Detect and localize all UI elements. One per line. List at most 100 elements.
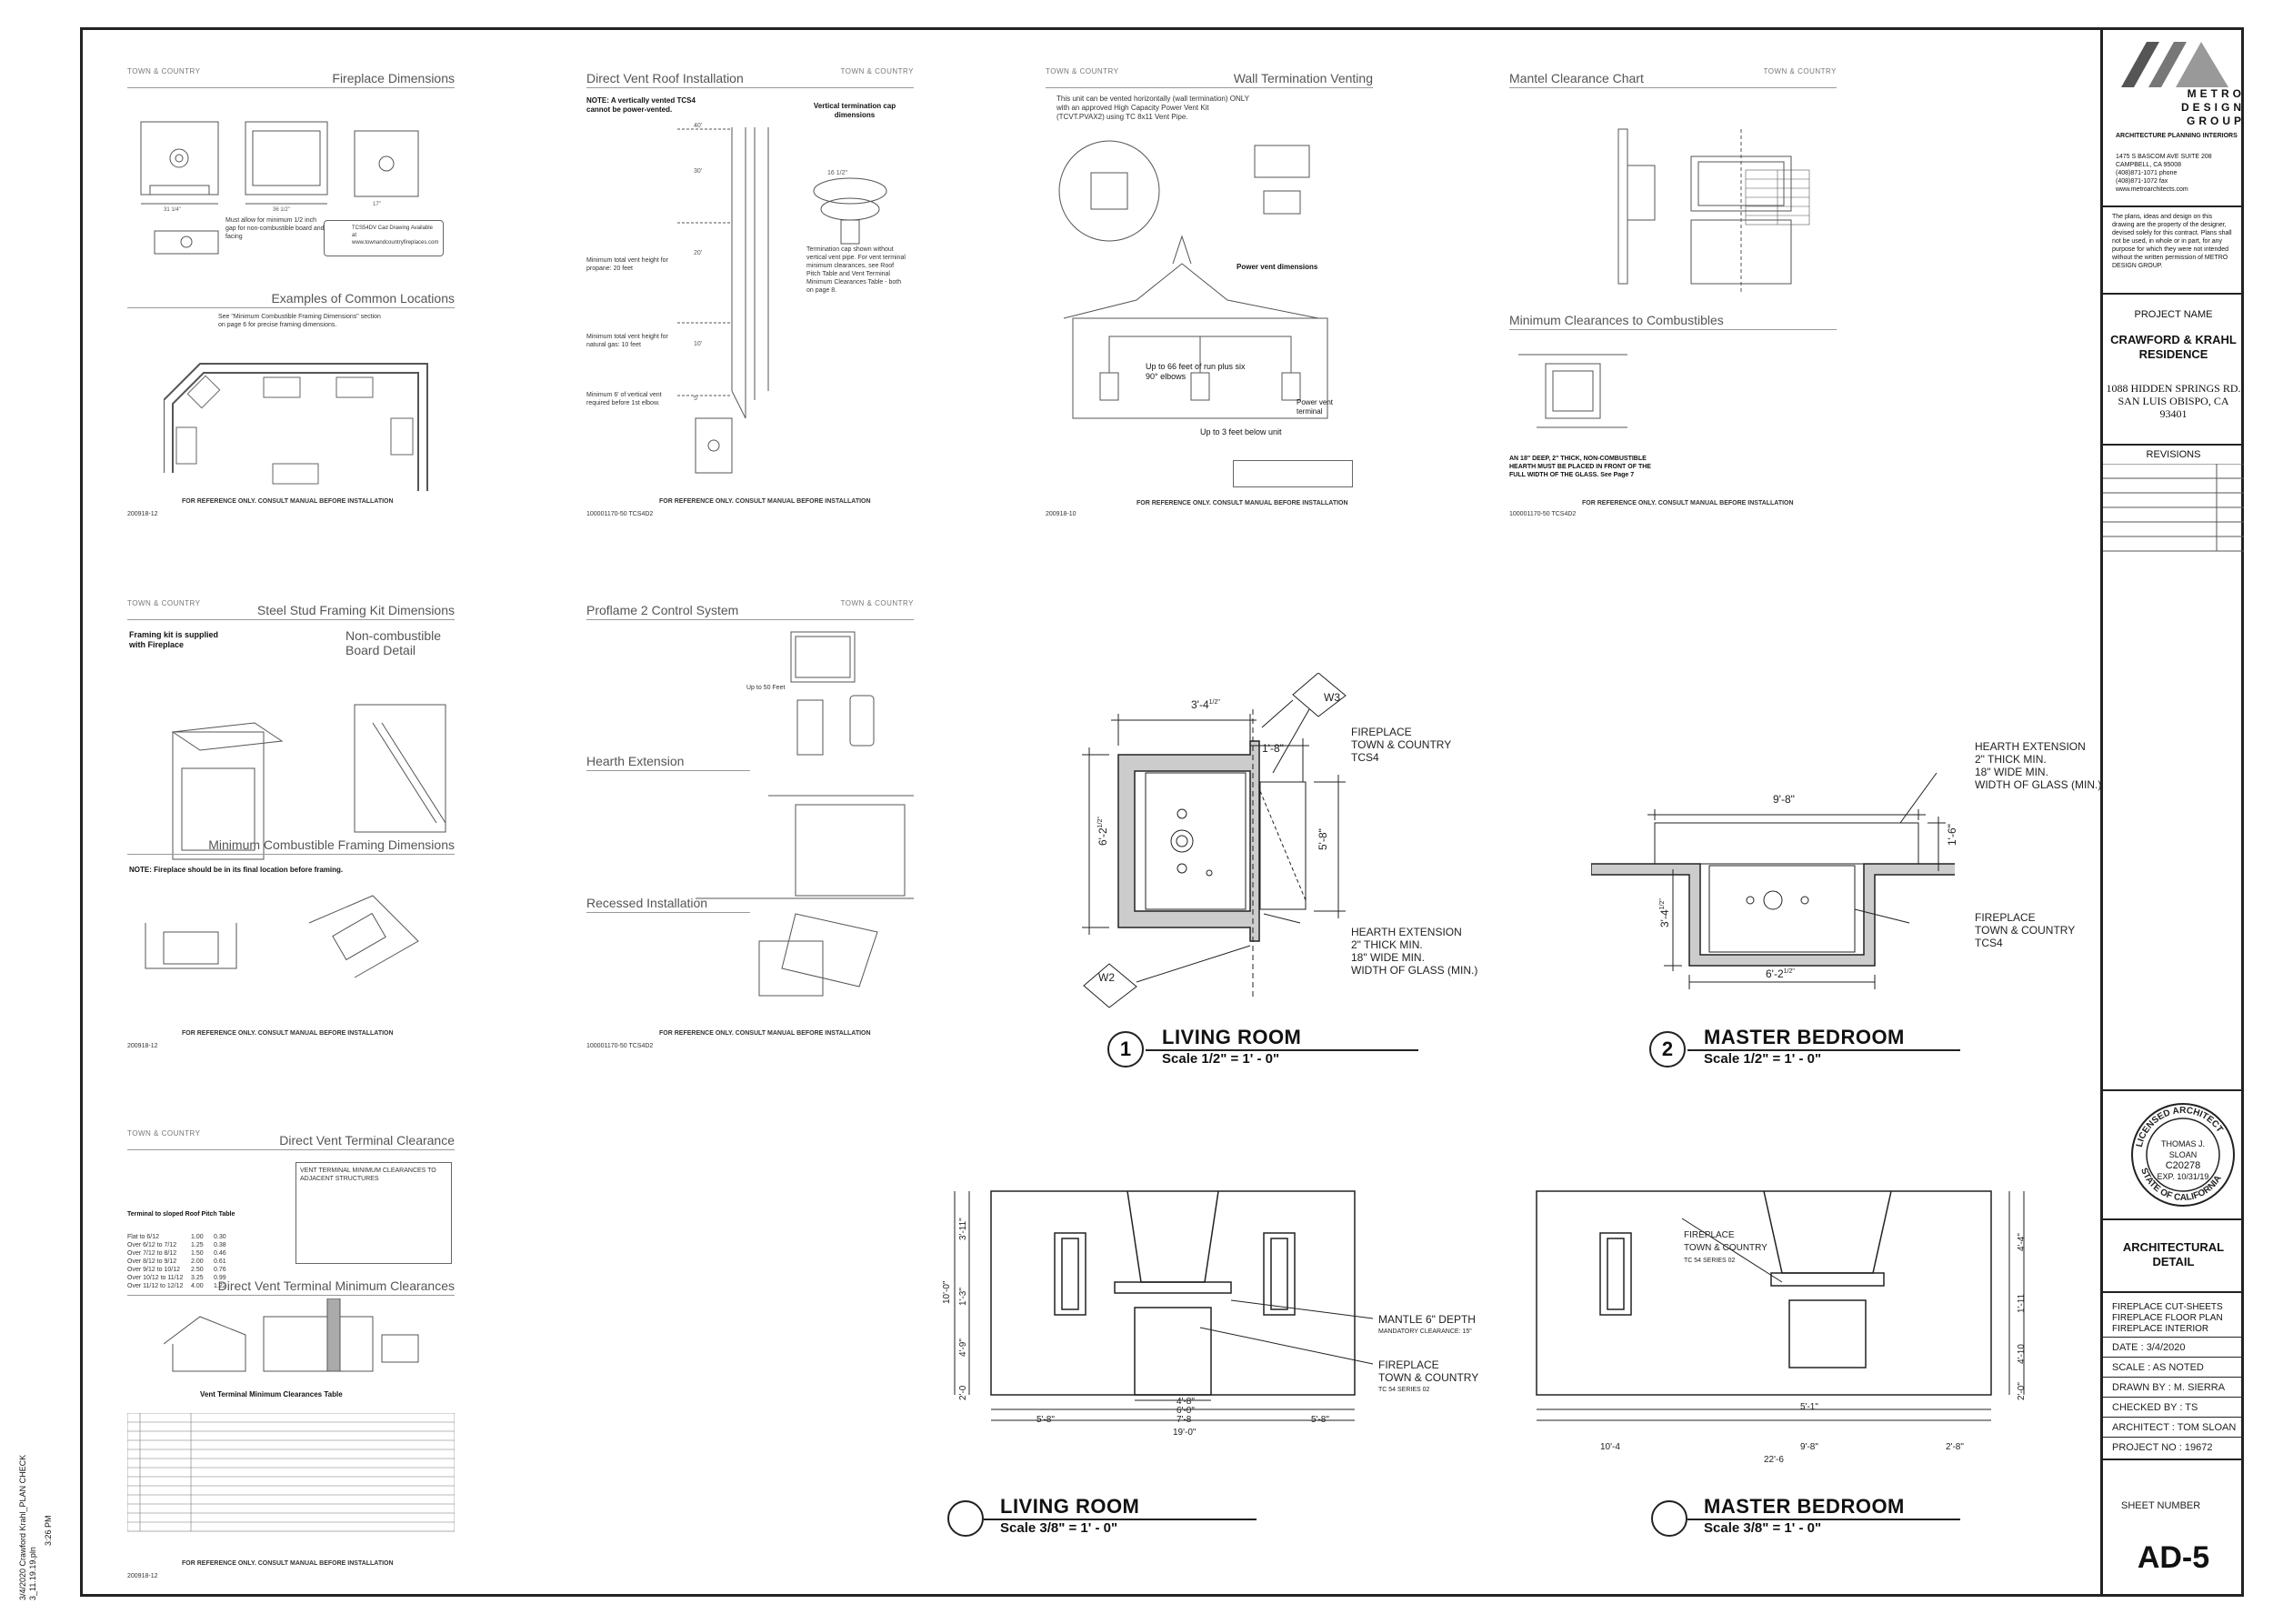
detail-scale: SCALE : AS NOTED (2112, 1362, 2204, 1373)
panel-title-2: Direct Vent Terminal Minimum Clearances (217, 1278, 455, 1293)
stamp-info: THOMAS J. SLOAN C20278 EXP. 10/31/19 (2147, 1138, 2219, 1182)
mb-hearth-line: 18" WIDE MIN. (1975, 766, 2048, 778)
project-label: PROJECT NAME (2134, 309, 2213, 320)
mb-elev-vdim: 1'-11 (2017, 1293, 2027, 1313)
mb-hearth-line: WIDTH OF GLASS (MIN.) (1975, 778, 2102, 791)
lr-hearth-line: HEARTH EXTENSION (1351, 926, 1462, 938)
lr-plan-scale: Scale 1/2" = 1' - 0" (1162, 1051, 1280, 1067)
panel-title-2: Non-combustible Board Detail (345, 628, 442, 657)
panel-title: Wall Termination Venting (1233, 71, 1373, 85)
pitch-h: 3.25 (191, 1275, 204, 1281)
lr-fireplace-line: TCS4 (1351, 751, 1379, 764)
lr-hearth-line: 18" WIDE MIN. (1351, 951, 1425, 964)
panel-rule (1046, 87, 1373, 88)
stamp-name: THOMAS J. SLOAN (2160, 1139, 2205, 1159)
lr-elev-scale: Scale 3/8" = 1' - 0" (1000, 1520, 1118, 1536)
title-block-divider (2100, 27, 2103, 1597)
panel-page: 100001170-50 TCS4D2 (1509, 511, 1577, 517)
lr-elev-dim: 7'-8 (1177, 1415, 1192, 1425)
panel-footer: FOR REFERENCE ONLY. CONSULT MANUAL BEFOR… (182, 1030, 394, 1037)
panel-rule (1509, 87, 1837, 88)
firm-name: METRO DESIGN GROUP (2163, 87, 2245, 128)
project-address: 1088 HIDDEN SPRINGS RD. SAN LUIS OBISPO,… (2103, 382, 2244, 420)
panel-rule (586, 87, 914, 88)
lr-dim-depth: 1'-8" (1262, 742, 1284, 755)
side-time: 3:26 PM (44, 1473, 54, 1546)
p5-note: NOTE: Fireplace should be in its final l… (129, 866, 344, 874)
panel-rule (127, 1295, 455, 1296)
mb-elev-marker (1651, 1500, 1687, 1537)
pitch-m: 1.22 (214, 1283, 226, 1289)
mb-elev-fireplace-line: TOWN & COUNTRY (1684, 1243, 1767, 1253)
tb-rule (2103, 1357, 2244, 1358)
detail-date: DATE : 3/4/2020 (2112, 1342, 2186, 1353)
common-locations-drawing (164, 363, 428, 491)
detail-project-no: PROJECT NO : 19672 (2112, 1442, 2213, 1453)
mb-hearth-line: HEARTH EXTENSION (1975, 740, 2086, 753)
pitch-label: Over 9/12 to 10/12 (127, 1267, 180, 1273)
panel-title: Proflame 2 Control System (586, 603, 739, 617)
firm-address-line: (408)871-1072 fax (2116, 178, 2168, 185)
p7-table-title: Vent Terminal Minimum Clearances Table (200, 1390, 343, 1398)
lr-mantel-label: MANTLE 6" DEPTH MANDATORY CLEARANCE: 15" (1378, 1313, 1476, 1338)
mb-fireplace-line: FIREPLACE (1975, 911, 2036, 924)
mb-dim-opening-text: 6'-2 (1766, 967, 1784, 980)
panel-rule (127, 1149, 455, 1150)
wall-termination-drawing (1058, 140, 1328, 419)
p2-min1: Minimum total vent height for propane: 2… (586, 257, 668, 272)
firm-address-line: 1475 S BASCOM AVE SUITE 208 (2116, 154, 2212, 160)
pitch-label: Over 7/12 to 8/12 (127, 1250, 177, 1257)
revisions-table (2103, 464, 2244, 552)
panel-title: Direct Vent Terminal Clearance (279, 1133, 455, 1148)
terminal-clearances-drawing (164, 1298, 419, 1372)
tb-rule (2103, 1337, 2244, 1338)
mb-elev-scale: Scale 3/8" = 1' - 0" (1704, 1520, 1822, 1536)
panel-title-2: Minimum Clearances to Combustibles (1509, 313, 1724, 327)
framing-kit-drawing (171, 704, 446, 860)
pitch-h: 1.00 (191, 1234, 204, 1240)
pitch-m: 0.38 (214, 1242, 226, 1248)
tb-rule (2103, 444, 2244, 446)
svg-text:20': 20' (694, 250, 702, 256)
panel-page: 200918-12 (127, 511, 158, 517)
firm-address-line: www.metroarchitects.com (2116, 186, 2188, 193)
mb-elev-dim: 10'-4 (1600, 1442, 1620, 1452)
lr-dim-hearth: 5'-8" (1317, 828, 1329, 850)
living-room-plan (1082, 673, 1347, 1008)
cutsheet-fireplace-dimensions: TOWN & COUNTRY Fireplace Dimensions 31 1… (127, 64, 455, 518)
panel-title-2: Hearth Extension (586, 754, 685, 768)
mb-fireplace-label: FIREPLACE TOWN & COUNTRY TCS4 (1975, 911, 2075, 949)
fireplace-dims-drawing: 31 1/4" 36 1/2" 17" (140, 121, 419, 255)
panel-title: Fireplace Dimensions (332, 71, 455, 85)
detail-subtitle-line: FIREPLACE CUT-SHEETS (2112, 1302, 2223, 1312)
lr-elev-vdim: 10'-0" (942, 1280, 952, 1304)
panel-page: 200918-12 (127, 1043, 158, 1049)
brand-logo: TOWN & COUNTRY (840, 67, 914, 75)
panel-title: Direct Vent Roof Installation (586, 71, 744, 85)
title-block: METRO DESIGN GROUP ARCHITECTURE PLANNING… (2103, 27, 2244, 1597)
tb-rule (2103, 1417, 2244, 1418)
firm-notice: The plans, ideas and design on this draw… (2112, 214, 2232, 269)
lr-fireplace-line: FIREPLACE (1351, 726, 1412, 738)
roof-vent-drawing: 40'30' 20'10' 5'16 1/2" (677, 123, 887, 474)
metro-logo-icon (2121, 42, 2228, 87)
p3-dims: Power vent dimensions (1237, 263, 1318, 271)
p2-cap-title: Vertical termination cap dimensions (813, 102, 896, 119)
panel-title-3: Recessed Installation (586, 896, 708, 910)
panel-title-2: Examples of Common Locations (271, 291, 455, 306)
lr-elev-dim: 5'-8" (1036, 1415, 1055, 1425)
lr-hearth-line: 2" THICK MIN. (1351, 938, 1423, 951)
panel-rule (1509, 329, 1837, 330)
p2-cap-note: Termination cap shown without vertical v… (806, 246, 906, 294)
stamp-exp: EXP. 10/31/19 (2157, 1172, 2209, 1181)
lr-elev-title: LIVING ROOM (1000, 1495, 1140, 1518)
mb-elev-dim: 22'-6 (1764, 1455, 1784, 1465)
tb-rule (2103, 1291, 2244, 1293)
detail-title: ARCHITECTURAL DETAIL (2103, 1240, 2244, 1269)
lr-w2-tag: W2 (1098, 971, 1115, 984)
combustible-framing-drawing (145, 895, 419, 978)
lr-elev-dim: 5'-8" (1311, 1415, 1329, 1425)
mb-dim-opening: 6'-21/2" (1766, 967, 1795, 980)
